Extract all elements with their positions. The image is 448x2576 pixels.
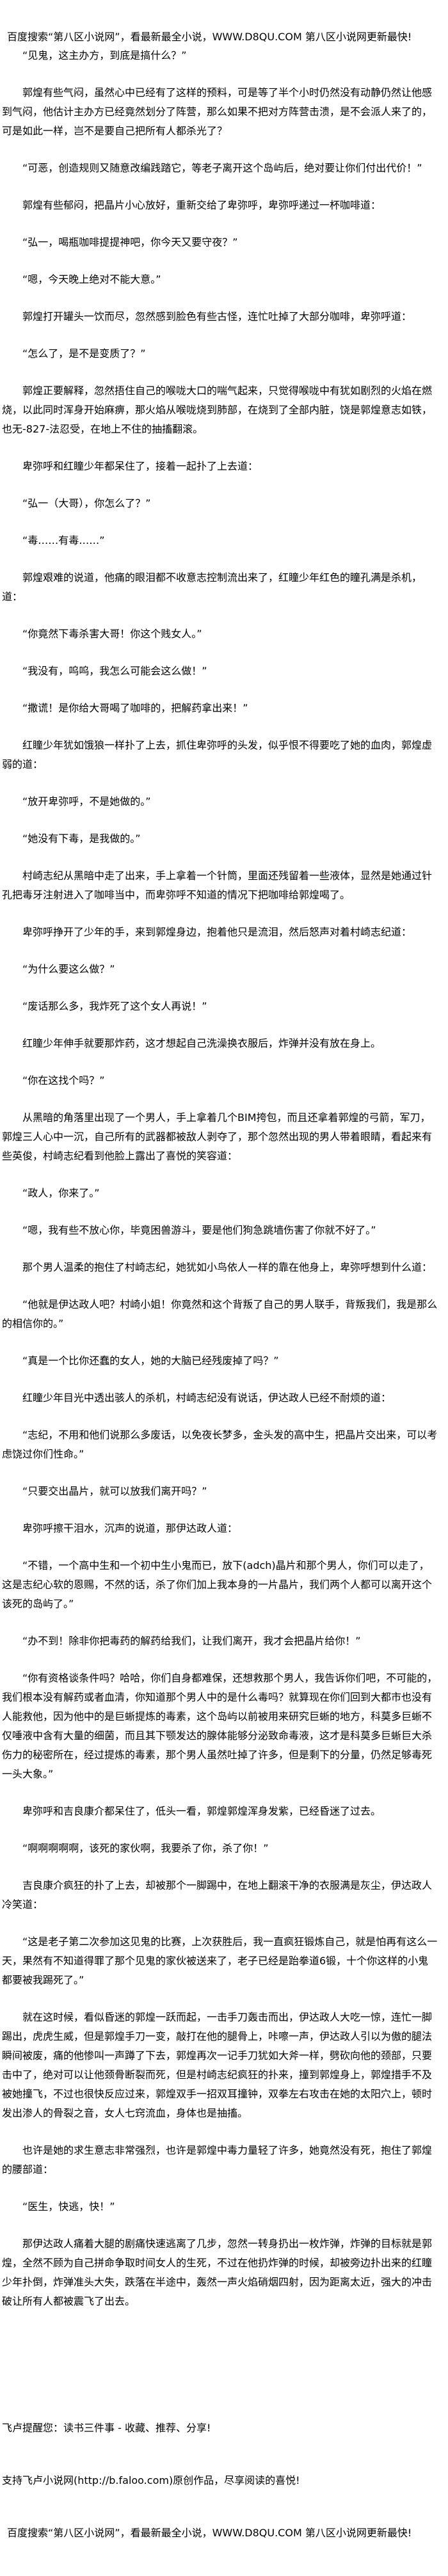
paragraph: “为什么要这么做？” [22, 963, 115, 975]
paragraph: 从黑暗的角落里出现了一个男人，手上拿着几个BIM挎包，而且还拿着郭煌的弓箭，军刀… [2, 1111, 433, 1162]
paragraph: “你在这找个吗？” [22, 1074, 105, 1086]
paragraph: “见鬼，这主办方，到底是搞什么？” [22, 49, 187, 61]
paragraph: “嗯，我有些不放心你，毕竟困兽游斗，要是他们狗急跳墙伤害了你就不好了。” [22, 1224, 376, 1236]
paragraph: “可恶，创造规则又随意改编践踏它，等老子离开这个岛屿后，绝对要让你们付出代价！” [22, 162, 422, 174]
paragraph: “弘一，喝瓶咖啡提提神吧，你今天又要守夜？” [22, 236, 238, 248]
paragraph: “弘一（大哥），你怎么了？” [22, 497, 151, 509]
paragraph: 卑弥呼擦干泪水，沉声的说道，那伊达政人道： [22, 1522, 238, 1534]
paragraph: 那伊达政人痛着大腿的剧痛快速逃离了几步，忽然一转身扔出一枚炸弹，炸弹的目标就是郭… [2, 2238, 433, 2307]
paragraph: 就在这时候，看似昏迷的郭煌一跃而起，一击手刀轰击而出，伊达政人大吃一惊，连忙一脚… [2, 2011, 433, 2119]
paragraph: “医生，快逃，快！” [22, 2200, 115, 2213]
paragraph: “只要交出晶片，就可以放我们离开吗？” [22, 1485, 207, 1497]
paragraph: 郭煌有些气闷，虽然心中已经有了这样的预料，可是等了半个小时仍然没有动静仍然让他感… [2, 86, 433, 137]
paragraph: “她没有下毒，是我做的。” [22, 832, 141, 845]
paragraph: 郭煌打开罐头一饮而尽，忽然感到脸色有些古怪，连忙吐掉了大部分咖啡，卑弥呼道： [22, 310, 412, 322]
paragraph: 村崎志纪从黑暗中走了出来，手上拿着一个针筒，里面还残留着一些液体，显然是她通过针… [2, 870, 433, 901]
paragraph: 也许是她的求生意志非常强烈，也许是郭煌中毒力量轻了许多，她竟然没有死，抱住了郭煌… [2, 2144, 433, 2175]
paragraph: 郭煌有些郁闷，把晶片小心放好，重新交给了卑弥呼，卑弥呼递过一杯咖啡道： [22, 199, 381, 211]
paragraph: “我没有，呜呜，我怎么可能会这么做！” [22, 665, 207, 677]
paragraph: “你竟然下毒杀害大哥！你这个贱女人。” [22, 628, 202, 640]
paragraph: “放开卑弥呼，不是她做的。” [22, 795, 151, 807]
paragraph: “怎么了，是不是变质了？” [22, 347, 146, 360]
paragraph: “不错，一个高中生和一个初中生小鬼而已，放下(adch)晶片和那个男人，你们可以… [2, 1559, 433, 1610]
page-footer: 飞卢提醒您：读书三件事 - 收藏、推荐、分享! 支持飞卢小说网(http://b… [2, 2419, 444, 2576]
paragraph: “你有资格谈条件吗？哈哈，你们自身都难保，还想救那个男人，我告诉你们吧，不可能的… [2, 1672, 438, 1780]
paragraph: “啊啊啊啊啊，该死的家伙啊，我要杀了你，杀了你！” [22, 1842, 269, 1854]
paragraph: “这是老子第二次参加这见鬼的比赛，上次获胜后，我一直疯狂锻炼自己，就是怕再有这么… [2, 1936, 438, 1986]
paragraph: “毒……有毒……” [22, 534, 105, 546]
paragraph: “撒谎！是你给大哥喝了咖啡的，把解药拿出来！” [22, 702, 248, 714]
paragraph: 那个男人温柔的抱住了村崎志纪，她犹如小鸟依人一样的靠在他身上，卑弥呼想到什么道： [22, 1261, 433, 1273]
paragraph: 红瞳少年伸手就要那炸药，这才想起自己洗澡换衣服后，炸弹并没有放在身上。 [22, 1037, 381, 1049]
paragraph: 红瞳少年犹如饿狼一样扑了上去，抓住卑弥呼的头发，似乎恨不得要吃了她的血肉，郭煌虚… [2, 739, 433, 770]
paragraph: “他就是伊达政人吧？村崎小姐！你竟然和这个背叛了自己的男人联手，背叛我们，我是那… [2, 1298, 438, 1330]
site-banner-bottom: 百度搜索“第八区小说网”，看最新最全小说，WWW.D8QU.COM 第八区小说网… [7, 2527, 412, 2539]
site-banner-top: 百度搜索“第八区小说网”，看最新最全小说，WWW.D8QU.COM 第八区小说网… [7, 31, 412, 43]
paragraph: 卑弥呼和吉良康介都呆住了，低头一看，郭煌郭煌浑身发紫，已经昏迷了过去。 [22, 1805, 381, 1817]
paragraph: “志纪，不用和他们说那么多废话，以免夜长梦多，金头发的高中生，把晶片交出来，可以… [2, 1429, 438, 1460]
paragraph: 郭煌正要解释，忽然捂住自己的喉咙大口的喘气起来，只觉得喉咙中有犹如剧烈的火焰在燃… [2, 385, 433, 435]
paragraph: 吉良康介疯狂的扑了上去，却被那个一脚踢中，在地上翻滚干净的衣服满是灰尘，伊达政人… [2, 1879, 433, 1911]
paragraph: 卑弥呼和红瞳少年都呆住了，接着一起扑了上去道： [22, 460, 259, 472]
support-faloo-link[interactable]: 支持飞卢小说网(http://b.faloo.com)原创作品，尽享阅读的喜悦! [2, 2474, 300, 2486]
paragraph: “废话那么多，我炸死了这个女人再说！” [22, 1000, 207, 1012]
paragraph: “政人，你来了。” [22, 1187, 100, 1199]
paragraph: 卑弥呼挣开了少年的手，来到郭煌身边，抱着他只是流泪，然后怒声对着村崎志纪道： [22, 926, 412, 938]
paragraph: “嗯，今天晚上绝对不能大意。” [22, 273, 161, 285]
paragraph: “办不到！除非你把毒药的解药给我们，让我们离开，我才会把晶片给你！” [22, 1635, 361, 1647]
paragraph: 红瞳少年目光中透出骇人的杀机，村崎志纪没有说话，伊达政人已经不耐烦的道： [22, 1392, 392, 1404]
chapter-body: “见鬼，这主办方，到底是搞什么？” 郭煌有些气闷，虽然心中已经有了这样的预料，可是… [2, 46, 438, 2311]
paragraph: “真是一个比你还蠢的女人，她的大脑已经残废掉了吗？” [22, 1355, 279, 1367]
paragraph: 郭煌艰难的说道，他痛的眼泪都不收意志控制流出来了，红瞳少年红色的瞳孔满是杀机，道… [2, 571, 422, 603]
chapter-page: 百度搜索“第八区小说网”，看最新最全小说，WWW.D8QU.COM 第八区小说网… [2, 28, 438, 2329]
reading-reminder: 飞卢提醒您：读书三件事 - 收藏、推荐、分享! [2, 2422, 211, 2434]
